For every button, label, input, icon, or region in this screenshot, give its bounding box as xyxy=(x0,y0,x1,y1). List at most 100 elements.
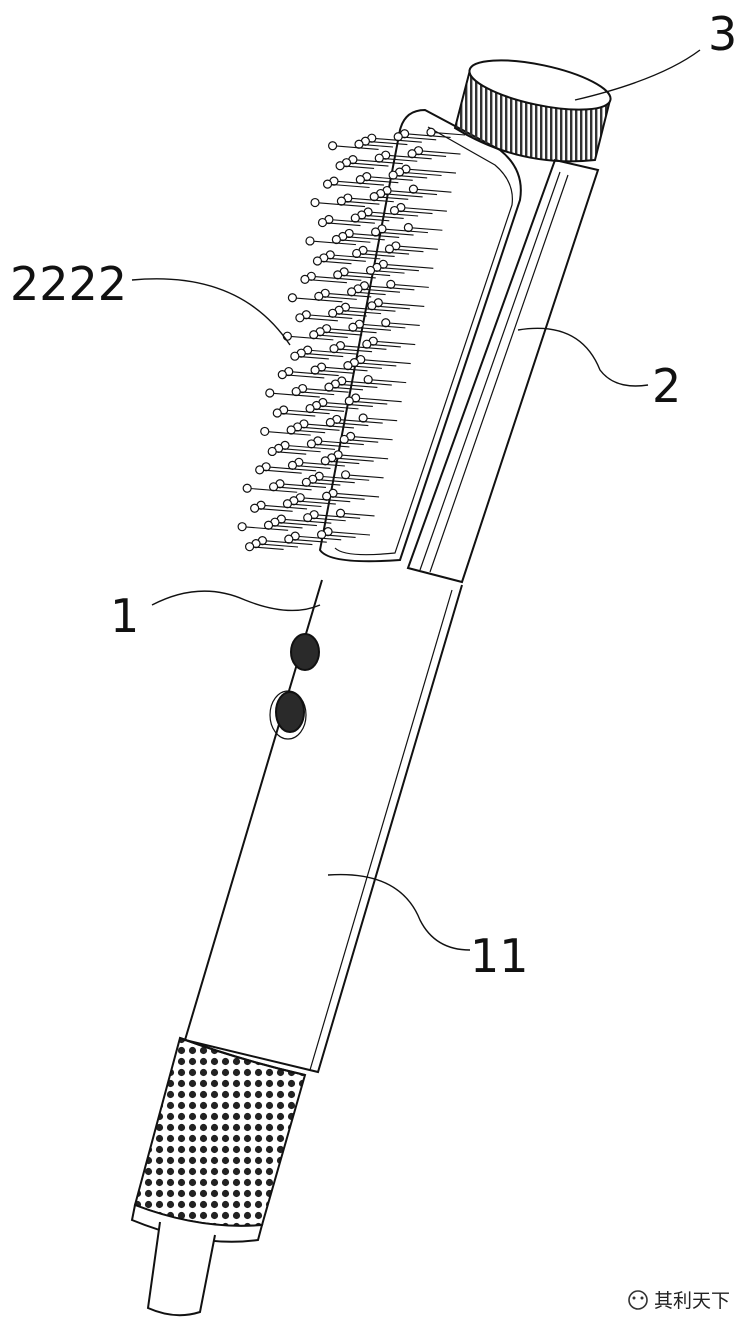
bristle-tip xyxy=(250,503,260,513)
control-buttons xyxy=(269,633,320,740)
bristle-pin xyxy=(341,200,380,205)
bristle-pin xyxy=(358,143,394,148)
bristle-pin xyxy=(294,355,329,360)
bristle-pin xyxy=(311,275,362,281)
bristle-pin xyxy=(355,397,402,403)
bristle-pin xyxy=(299,317,338,322)
bristle-pin xyxy=(373,340,416,346)
bristle-pin xyxy=(309,240,357,246)
bristle-pin xyxy=(412,153,447,157)
bristle-pin xyxy=(273,486,312,491)
bristle-pin xyxy=(284,444,336,450)
bristle-pin xyxy=(398,136,437,141)
bristle-tip xyxy=(260,426,270,437)
bristle-pin xyxy=(287,335,334,341)
bristle-pin xyxy=(333,180,384,186)
wechat-icon xyxy=(628,1290,648,1310)
bristle-pin xyxy=(325,292,372,298)
bristle-pin xyxy=(430,131,466,136)
bristle-pin xyxy=(393,174,428,179)
bristle-pin xyxy=(376,266,419,272)
bristle-pin xyxy=(370,269,405,274)
bristle-pin xyxy=(259,469,302,474)
bristle-pin xyxy=(371,305,410,310)
bristle-pin xyxy=(389,248,424,253)
bristle-pin xyxy=(374,196,409,200)
bristle-pin xyxy=(386,189,438,196)
bristle-tip xyxy=(328,141,338,151)
bristle-pin xyxy=(364,285,415,291)
bristle-pin xyxy=(321,534,356,538)
leader-2 xyxy=(517,327,649,387)
bristle-pin xyxy=(292,464,331,469)
bristle-pin xyxy=(352,326,392,331)
bristle-pin xyxy=(413,188,452,193)
bristle-tip xyxy=(310,197,320,208)
bristle-pin xyxy=(318,295,357,300)
bristle-pin xyxy=(302,387,349,393)
bristle-pin xyxy=(345,306,396,312)
bristle-pin xyxy=(322,401,373,408)
bristle-pin xyxy=(332,145,379,150)
bristle-pin xyxy=(242,526,289,531)
bristle-pin xyxy=(394,210,433,215)
label-1: 1 xyxy=(110,589,139,643)
bristle-pin xyxy=(360,179,399,184)
bristle-pin xyxy=(418,150,461,155)
bristle-pin xyxy=(249,546,284,550)
bristle-pin xyxy=(328,386,364,391)
end-cap xyxy=(130,1203,264,1317)
bristle-pin xyxy=(337,274,376,279)
bristle-pin xyxy=(333,348,373,353)
bristle-pin xyxy=(390,283,429,288)
leader-lines xyxy=(131,49,701,951)
bristle-pin xyxy=(255,543,299,548)
bristle-field xyxy=(237,127,466,552)
bristle-pin xyxy=(335,383,378,388)
button-lower-ring xyxy=(269,690,307,740)
bristle-tip xyxy=(322,179,333,189)
leader-1 xyxy=(151,590,321,612)
handle-body xyxy=(183,579,463,1074)
bristle-tip xyxy=(267,446,277,457)
bristle-pin xyxy=(269,392,320,398)
bristle-tip xyxy=(277,370,287,380)
bristle-pin xyxy=(395,245,438,250)
bristle-pin xyxy=(287,503,322,508)
bristle-pin xyxy=(383,263,434,269)
bristle-pin xyxy=(264,430,311,436)
bristle-pin xyxy=(317,260,352,265)
leader-3 xyxy=(574,49,701,101)
bristle-pin xyxy=(340,345,387,350)
filter-grille xyxy=(133,1036,307,1227)
bristle-pin xyxy=(304,278,347,284)
bristle-pin xyxy=(344,271,391,277)
bristle-pin xyxy=(247,487,298,493)
bristle-pin xyxy=(347,197,394,203)
bristle-pin xyxy=(366,176,413,181)
bristle-pin xyxy=(360,359,411,365)
bristle-pin xyxy=(282,374,325,379)
bristle-pin xyxy=(266,466,317,472)
watermark: 其利天下 xyxy=(628,1290,730,1312)
bristle-tip xyxy=(317,217,328,228)
bristle-pin xyxy=(347,365,382,369)
bristle-pin xyxy=(400,206,447,212)
bristle-tip xyxy=(237,522,247,532)
bristle-pin xyxy=(320,331,363,336)
bristle-pin xyxy=(328,218,375,224)
bristle-tip xyxy=(245,542,255,552)
bristle-pin xyxy=(375,231,414,236)
bristle-pin xyxy=(330,421,369,427)
bristle-pin xyxy=(296,391,335,396)
bristle-pin xyxy=(349,232,400,238)
bristle-pin xyxy=(368,211,419,217)
bristle-pin xyxy=(399,171,442,177)
bristle-pin xyxy=(378,302,425,307)
bristle-pin xyxy=(363,249,410,255)
bristle-pin xyxy=(319,475,370,481)
bristle-pin xyxy=(352,159,403,165)
bristle-pin xyxy=(288,538,327,543)
bristle-pin xyxy=(357,288,401,293)
